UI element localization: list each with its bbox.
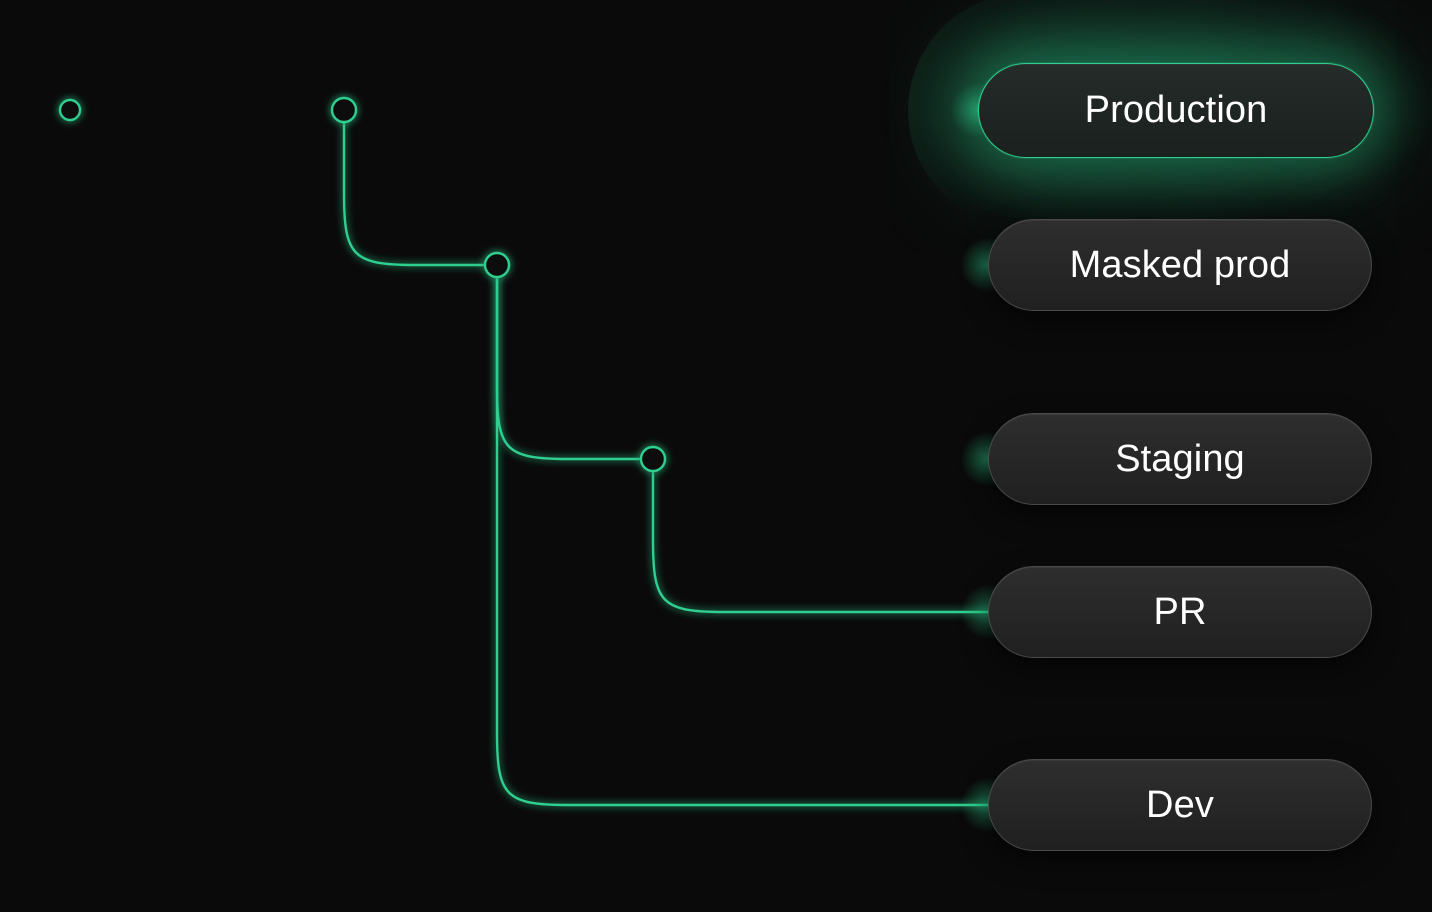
branch-pill-label: Dev — [1146, 783, 1214, 826]
branch-pill-label: Production — [1084, 89, 1268, 131]
branch-pill-dev[interactable]: Dev — [988, 759, 1372, 851]
masked-prod-to-dev — [495, 275, 990, 807]
branch-pill-label: Staging — [1115, 437, 1245, 480]
staging-node[interactable] — [639, 445, 667, 473]
branch-pill-pr[interactable]: PR — [988, 566, 1372, 658]
production-node[interactable] — [330, 96, 358, 124]
branch-pill-production[interactable]: Production — [978, 63, 1374, 158]
branch-pill-label: PR — [1153, 590, 1207, 633]
branch-pill-staging[interactable]: Staging — [988, 413, 1372, 505]
edges-layer — [78, 108, 990, 807]
root-node[interactable] — [58, 98, 82, 122]
production-to-masked-prod — [342, 120, 487, 267]
branch-pill-label: Masked prod — [1069, 243, 1291, 286]
nodes-layer — [58, 96, 667, 473]
masked-prod-node[interactable] — [483, 251, 511, 279]
branch-pill-masked-prod[interactable]: Masked prod — [988, 219, 1372, 311]
masked-prod-to-staging — [495, 275, 643, 461]
staging-to-pr — [651, 469, 990, 614]
